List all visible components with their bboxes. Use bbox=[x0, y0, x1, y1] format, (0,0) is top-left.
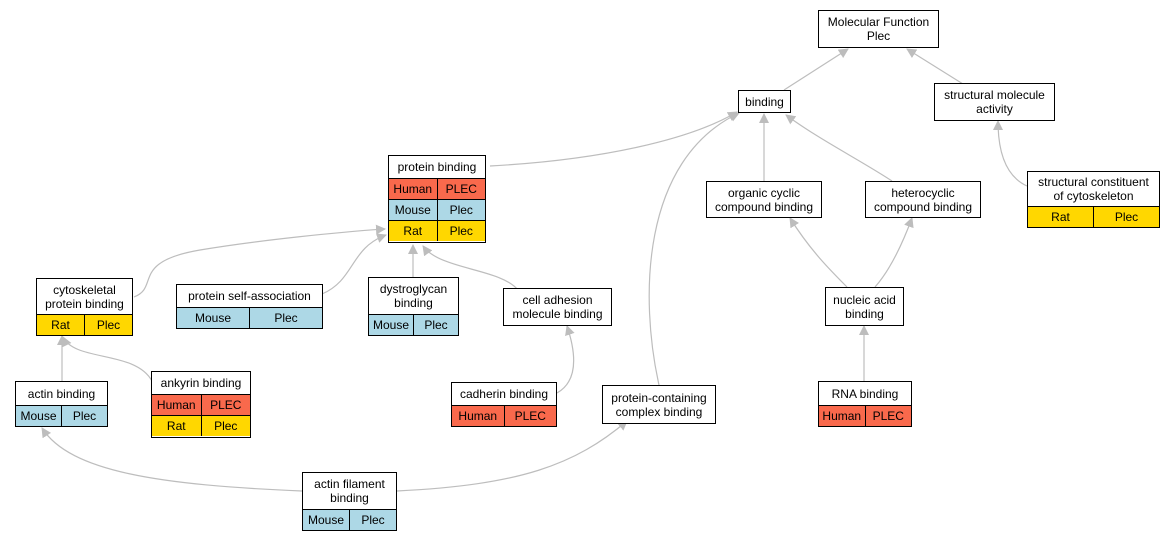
gene-row-mouse: Mouse Plec bbox=[16, 405, 107, 426]
edge-structural-molecule-molecular-function bbox=[906, 48, 964, 85]
node-heterocyclic-compound-binding[interactable]: heterocyclic compound binding bbox=[865, 181, 981, 218]
node-label: Molecular Function Plec bbox=[819, 11, 938, 47]
edge-cytoskeletal-protein-binding bbox=[133, 224, 386, 298]
node-molecular-function[interactable]: Molecular Function Plec bbox=[818, 10, 939, 48]
edge-nucleic-acid-heterocyclic bbox=[874, 217, 914, 288]
gene-cell: Plec bbox=[200, 416, 250, 436]
edge-cell-adhesion-protein-binding bbox=[422, 245, 519, 291]
node-label: organic cyclic compound binding bbox=[707, 182, 821, 217]
species-cell: Rat bbox=[389, 221, 437, 241]
species-cell: Mouse bbox=[303, 510, 349, 530]
gene-cell: Plec bbox=[413, 315, 458, 335]
gene-cell: PLEC bbox=[200, 395, 250, 415]
edge-ankyrin-cytoskeletal bbox=[62, 336, 153, 382]
gene-row-rat: Rat Plec bbox=[1028, 206, 1159, 227]
gene-row-human: Human PLEC bbox=[152, 394, 250, 415]
gene-row-mouse: Mouse Plec bbox=[389, 199, 485, 220]
gene-cell: Plec bbox=[436, 221, 485, 241]
node-actin-filament-binding[interactable]: actin filament binding Mouse Plec bbox=[302, 472, 397, 531]
edge-structural-constituent-structural-molecule bbox=[993, 120, 1028, 187]
species-cell: Human bbox=[389, 179, 437, 199]
gene-cell: PLEC bbox=[436, 179, 485, 199]
node-protein-containing-complex-binding[interactable]: protein-containing complex binding bbox=[602, 385, 716, 424]
gene-cell: PLEC bbox=[503, 406, 556, 426]
node-dystroglycan-binding[interactable]: dystroglycan binding Mouse Plec bbox=[368, 277, 459, 336]
node-structural-molecule-activity[interactable]: structural molecule activity bbox=[934, 83, 1055, 121]
node-label: structural molecule activity bbox=[935, 84, 1054, 120]
gene-cell: Plec bbox=[436, 200, 485, 220]
node-label: cytoskeletal protein binding bbox=[37, 279, 132, 314]
species-cell: Rat bbox=[152, 416, 201, 436]
node-label: ankyrin binding bbox=[152, 372, 250, 394]
edge-nucleic-acid-organic-cyclic bbox=[789, 217, 848, 288]
species-cell: Human bbox=[452, 406, 504, 426]
node-protein-binding[interactable]: protein binding Human PLEC Mouse Plec Ra… bbox=[388, 155, 486, 243]
species-cell: Human bbox=[152, 395, 201, 415]
node-label: protein binding bbox=[389, 156, 485, 178]
node-ankyrin-binding[interactable]: ankyrin binding Human PLEC Rat Plec bbox=[151, 371, 251, 438]
node-actin-binding[interactable]: actin binding Mouse Plec bbox=[15, 381, 108, 427]
node-label: RNA binding bbox=[819, 382, 911, 405]
node-label: binding bbox=[739, 91, 790, 112]
node-label: actin filament binding bbox=[303, 473, 396, 509]
node-label: protein self-association bbox=[177, 285, 322, 307]
node-nucleic-acid-binding[interactable]: nucleic acid binding bbox=[825, 287, 904, 326]
node-label: protein-containing complex binding bbox=[603, 386, 715, 423]
gene-row-mouse: Mouse Plec bbox=[177, 307, 322, 328]
edge-protein-complex-binding bbox=[648, 112, 740, 386]
node-rna-binding[interactable]: RNA binding Human PLEC bbox=[818, 381, 912, 427]
node-cadherin-binding[interactable]: cadherin binding Human PLEC bbox=[451, 382, 557, 427]
node-cytoskeletal-protein-binding[interactable]: cytoskeletal protein binding Rat Plec bbox=[36, 278, 133, 336]
edge-actin-filament-actin-binding bbox=[41, 427, 303, 492]
gene-row-mouse: Mouse Plec bbox=[303, 509, 396, 530]
node-protein-self-association[interactable]: protein self-association Mouse Plec bbox=[176, 284, 323, 329]
node-label: cell adhesion molecule binding bbox=[504, 289, 611, 325]
gene-row-human: Human PLEC bbox=[819, 405, 911, 426]
gene-row-rat: Rat Plec bbox=[152, 415, 250, 436]
node-label: structural constituent of cytoskeleton bbox=[1028, 172, 1159, 206]
edge-protein-self-association-protein-binding bbox=[321, 233, 387, 295]
node-organic-cyclic-compound-binding[interactable]: organic cyclic compound binding bbox=[706, 181, 822, 218]
gene-row-rat: Rat Plec bbox=[37, 314, 132, 335]
species-cell: Mouse bbox=[177, 308, 249, 328]
node-label: cadherin binding bbox=[452, 383, 556, 405]
gene-cell: Plec bbox=[249, 308, 322, 328]
gene-cell: Plec bbox=[84, 315, 132, 335]
gene-cell: Plec bbox=[61, 406, 107, 426]
node-label: dystroglycan binding bbox=[369, 278, 458, 314]
gene-row-mouse: Mouse Plec bbox=[369, 314, 458, 335]
gene-row-human: Human PLEC bbox=[389, 178, 485, 199]
species-cell: Mouse bbox=[389, 200, 437, 220]
node-structural-constituent-of-cytoskeleton[interactable]: structural constituent of cytoskeleton R… bbox=[1027, 171, 1160, 228]
species-cell: Mouse bbox=[16, 406, 61, 426]
gene-cell: Plec bbox=[349, 510, 396, 530]
gene-row-human: Human PLEC bbox=[452, 405, 556, 426]
species-cell: Rat bbox=[1028, 207, 1093, 227]
edge-actin-filament-protein-complex bbox=[396, 420, 628, 492]
node-binding[interactable]: binding bbox=[738, 90, 791, 113]
node-label: nucleic acid binding bbox=[826, 288, 903, 325]
species-cell: Rat bbox=[37, 315, 84, 335]
edge-binding-molecular-function bbox=[783, 48, 849, 91]
node-label: actin binding bbox=[16, 382, 107, 405]
edge-protein-binding-binding bbox=[489, 111, 738, 167]
species-cell: Mouse bbox=[369, 315, 413, 335]
node-cell-adhesion-molecule-binding[interactable]: cell adhesion molecule binding bbox=[503, 288, 612, 326]
gene-row-rat: Rat Plec bbox=[389, 220, 485, 241]
gene-cell: PLEC bbox=[864, 406, 911, 426]
edge-heterocyclic-binding bbox=[785, 114, 893, 182]
edge-cadherin-cell-adhesion bbox=[556, 325, 575, 394]
node-label: heterocyclic compound binding bbox=[866, 182, 980, 217]
species-cell: Human bbox=[819, 406, 865, 426]
gene-cell: Plec bbox=[1093, 207, 1159, 227]
